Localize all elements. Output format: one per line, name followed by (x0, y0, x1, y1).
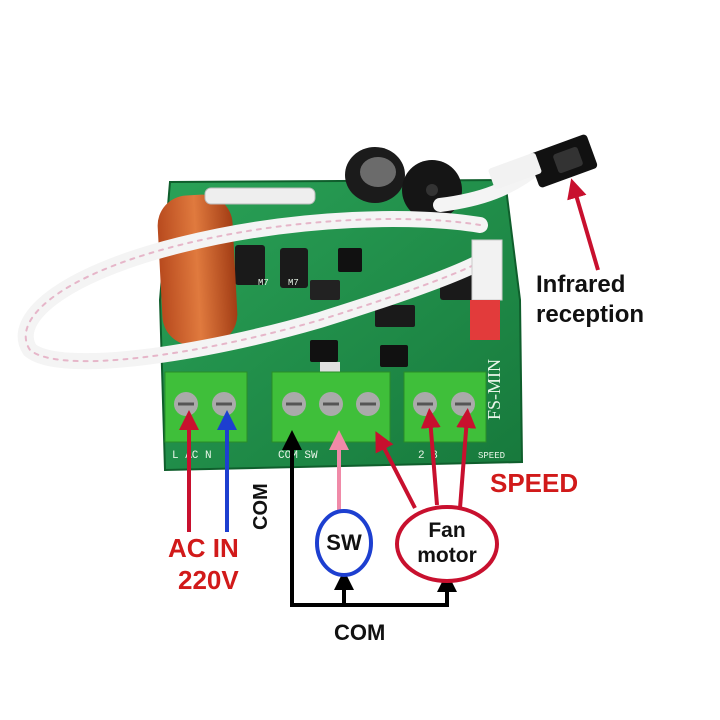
connector-red-strip (470, 300, 500, 340)
silk-com-sw-label: COM SW (278, 450, 318, 462)
speed-arrow-3 (456, 408, 477, 509)
electrolytic-capacitor (345, 147, 405, 203)
silk-diode1: M7 (258, 278, 269, 288)
sw-label: SW (326, 530, 362, 555)
terminal-block-ac (164, 371, 248, 443)
buzzer (402, 160, 462, 220)
ac-in-label: AC IN (168, 533, 239, 563)
x-capacitor (157, 194, 238, 346)
voltage-label: 220V (178, 565, 239, 595)
infrared-arrow (567, 178, 600, 271)
silk-part: SPEED (478, 451, 505, 461)
terminal-block-com-sw (271, 371, 391, 443)
fan-label-line1: Fan (428, 519, 466, 542)
com-vertical-label: COM (250, 483, 272, 530)
infrared-label-line2: reception (536, 301, 645, 328)
fan-label-line2: motor (417, 544, 477, 567)
cable-connector (471, 239, 503, 301)
sw-circle (315, 509, 373, 577)
fan-motor-label: Fan motor (397, 518, 497, 568)
fuse (204, 187, 316, 205)
ir-receiver-module (488, 134, 598, 190)
silk-model: FS-MIN (484, 359, 504, 420)
silk-diode2: M7 (288, 278, 299, 288)
speed-arrow-2 (420, 408, 441, 506)
speed-arrow-1 (375, 431, 417, 509)
com-bottom-label: COM (334, 620, 386, 645)
fan-motor-circle (395, 505, 499, 583)
infrared-label: Infrared reception (536, 270, 644, 330)
infrared-label-line1: Infrared (536, 271, 626, 298)
silk-ac-label: L AC N (172, 450, 212, 462)
terminal-block-speed (403, 371, 487, 443)
speed-label: SPEED (490, 468, 579, 498)
